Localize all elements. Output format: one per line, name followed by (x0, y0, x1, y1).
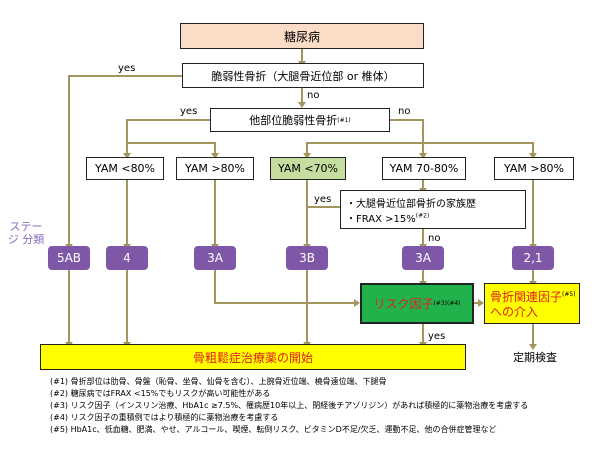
edge-label-no-fragility: no (307, 90, 320, 101)
fragility-fracture-label: 脆弱性骨折（大腿骨近位部 or 椎体） (211, 69, 395, 83)
other-fracture-ref: (#1) (337, 116, 351, 124)
edge-label-yes-other: yes (180, 106, 198, 117)
footnote-5: (#5) HbA1c、低血糖、肥満、やせ、アルコール、喫煙、転倒リスク、ビタミン… (50, 425, 497, 434)
footnotes: (#1) 骨折部位は肋骨、骨盤（恥骨、坐骨、仙骨を含む）、上腕骨近位端、橈骨遠位… (50, 376, 528, 436)
stage-label-text: ステージ 分類 (7, 220, 45, 246)
stage-node-4: 4 (106, 246, 148, 270)
edge-label-no-other: no (398, 106, 411, 117)
stage-node-5ab: 5AB (48, 246, 90, 270)
footnote-2: (#2) 糖尿病ではFRAX <15%でもリスクが高い可能性がある (50, 389, 271, 398)
footnote-4: (#4) リスク因子の重積例ではより積極的に薬物治療を考慮する (50, 413, 279, 422)
family-history-node: ・大腿骨近位部骨折の家族歴 ・FRAX >15%(#2) (340, 190, 526, 229)
periodic-node: 定期検査 (500, 348, 570, 366)
diabetes-label: 糖尿病 (283, 29, 320, 44)
yam-node-1: YAM <80% (86, 157, 164, 180)
yam-label-1: YAM <80% (94, 162, 156, 175)
stage-text-2-1: 2,1 (523, 251, 543, 265)
stage-label: ステージ 分類 (6, 216, 46, 250)
footnote-3: (#3) リスク因子（インスリン治療、HbA1c ≥7.5%、罹病歴10年以上、… (50, 401, 529, 410)
diabetes-node: 糖尿病 (180, 23, 424, 49)
treatment-label: 骨粗鬆症治療薬の開始 (192, 350, 313, 365)
frax-label: ・FRAX >15% (346, 213, 416, 225)
stage-text-3b: 3B (299, 251, 315, 265)
stage-node-3a-right: 3A (402, 246, 444, 270)
yam-label-4: YAM 70-80% (389, 162, 459, 175)
edge-label-no-family: no (428, 233, 441, 244)
stage-node-2-1: 2,1 (512, 246, 554, 270)
risk-factor-ref: (#3)(#4) (433, 300, 461, 307)
fracture-factor-label: 骨折関連因子 (490, 290, 563, 304)
yam-node-3: YAM <70% (270, 157, 346, 180)
risk-factor-node: リスク因子 (#3)(#4) (360, 283, 474, 324)
other-fracture-node: 他部位脆弱性骨折 (#1) (210, 108, 390, 132)
stage-node-3b: 3B (286, 246, 328, 270)
yam-label-3: YAM <70% (277, 162, 339, 175)
yam-node-5: YAM >80% (494, 157, 574, 180)
edge-label-yes-fragility: yes (118, 63, 136, 74)
other-fracture-label: 他部位脆弱性骨折 (249, 114, 338, 127)
yam-label-2: YAM >80% (184, 162, 246, 175)
risk-factor-label: リスク因子 (373, 297, 434, 311)
stage-text-3a-left: 3A (207, 251, 223, 265)
yam-node-4: YAM 70-80% (382, 157, 466, 180)
yam-label-5: YAM >80% (503, 162, 565, 175)
fracture-factor-label-line2: への介入 (490, 305, 539, 319)
fracture-factor-ref: (#5) (562, 291, 576, 298)
frax-ref: (#2) (415, 212, 430, 220)
stage-node-3a-left: 3A (194, 246, 236, 270)
yam-node-2: YAM >80% (176, 157, 254, 180)
fracture-factor-node: 骨折関連因子(#5) への介入 (484, 283, 580, 324)
stage-text-4: 4 (123, 251, 131, 265)
stage-text-3a-right: 3A (415, 251, 431, 265)
family-history-label: ・大腿骨近位部骨折の家族歴 (346, 198, 476, 210)
treatment-node: 骨粗鬆症治療薬の開始 (40, 344, 466, 370)
periodic-label: 定期検査 (513, 351, 557, 364)
footnote-1: (#1) 骨折部位は肋骨、骨盤（恥骨、坐骨、仙骨を含む）、上腕骨近位端、橈骨遠位… (50, 377, 387, 386)
edge-label-yes-family: yes (314, 194, 332, 205)
edge-label-yes-risk: yes (428, 331, 446, 342)
stage-text-5ab: 5AB (56, 251, 82, 265)
fragility-fracture-node: 脆弱性骨折（大腿骨近位部 or 椎体） (182, 63, 424, 88)
